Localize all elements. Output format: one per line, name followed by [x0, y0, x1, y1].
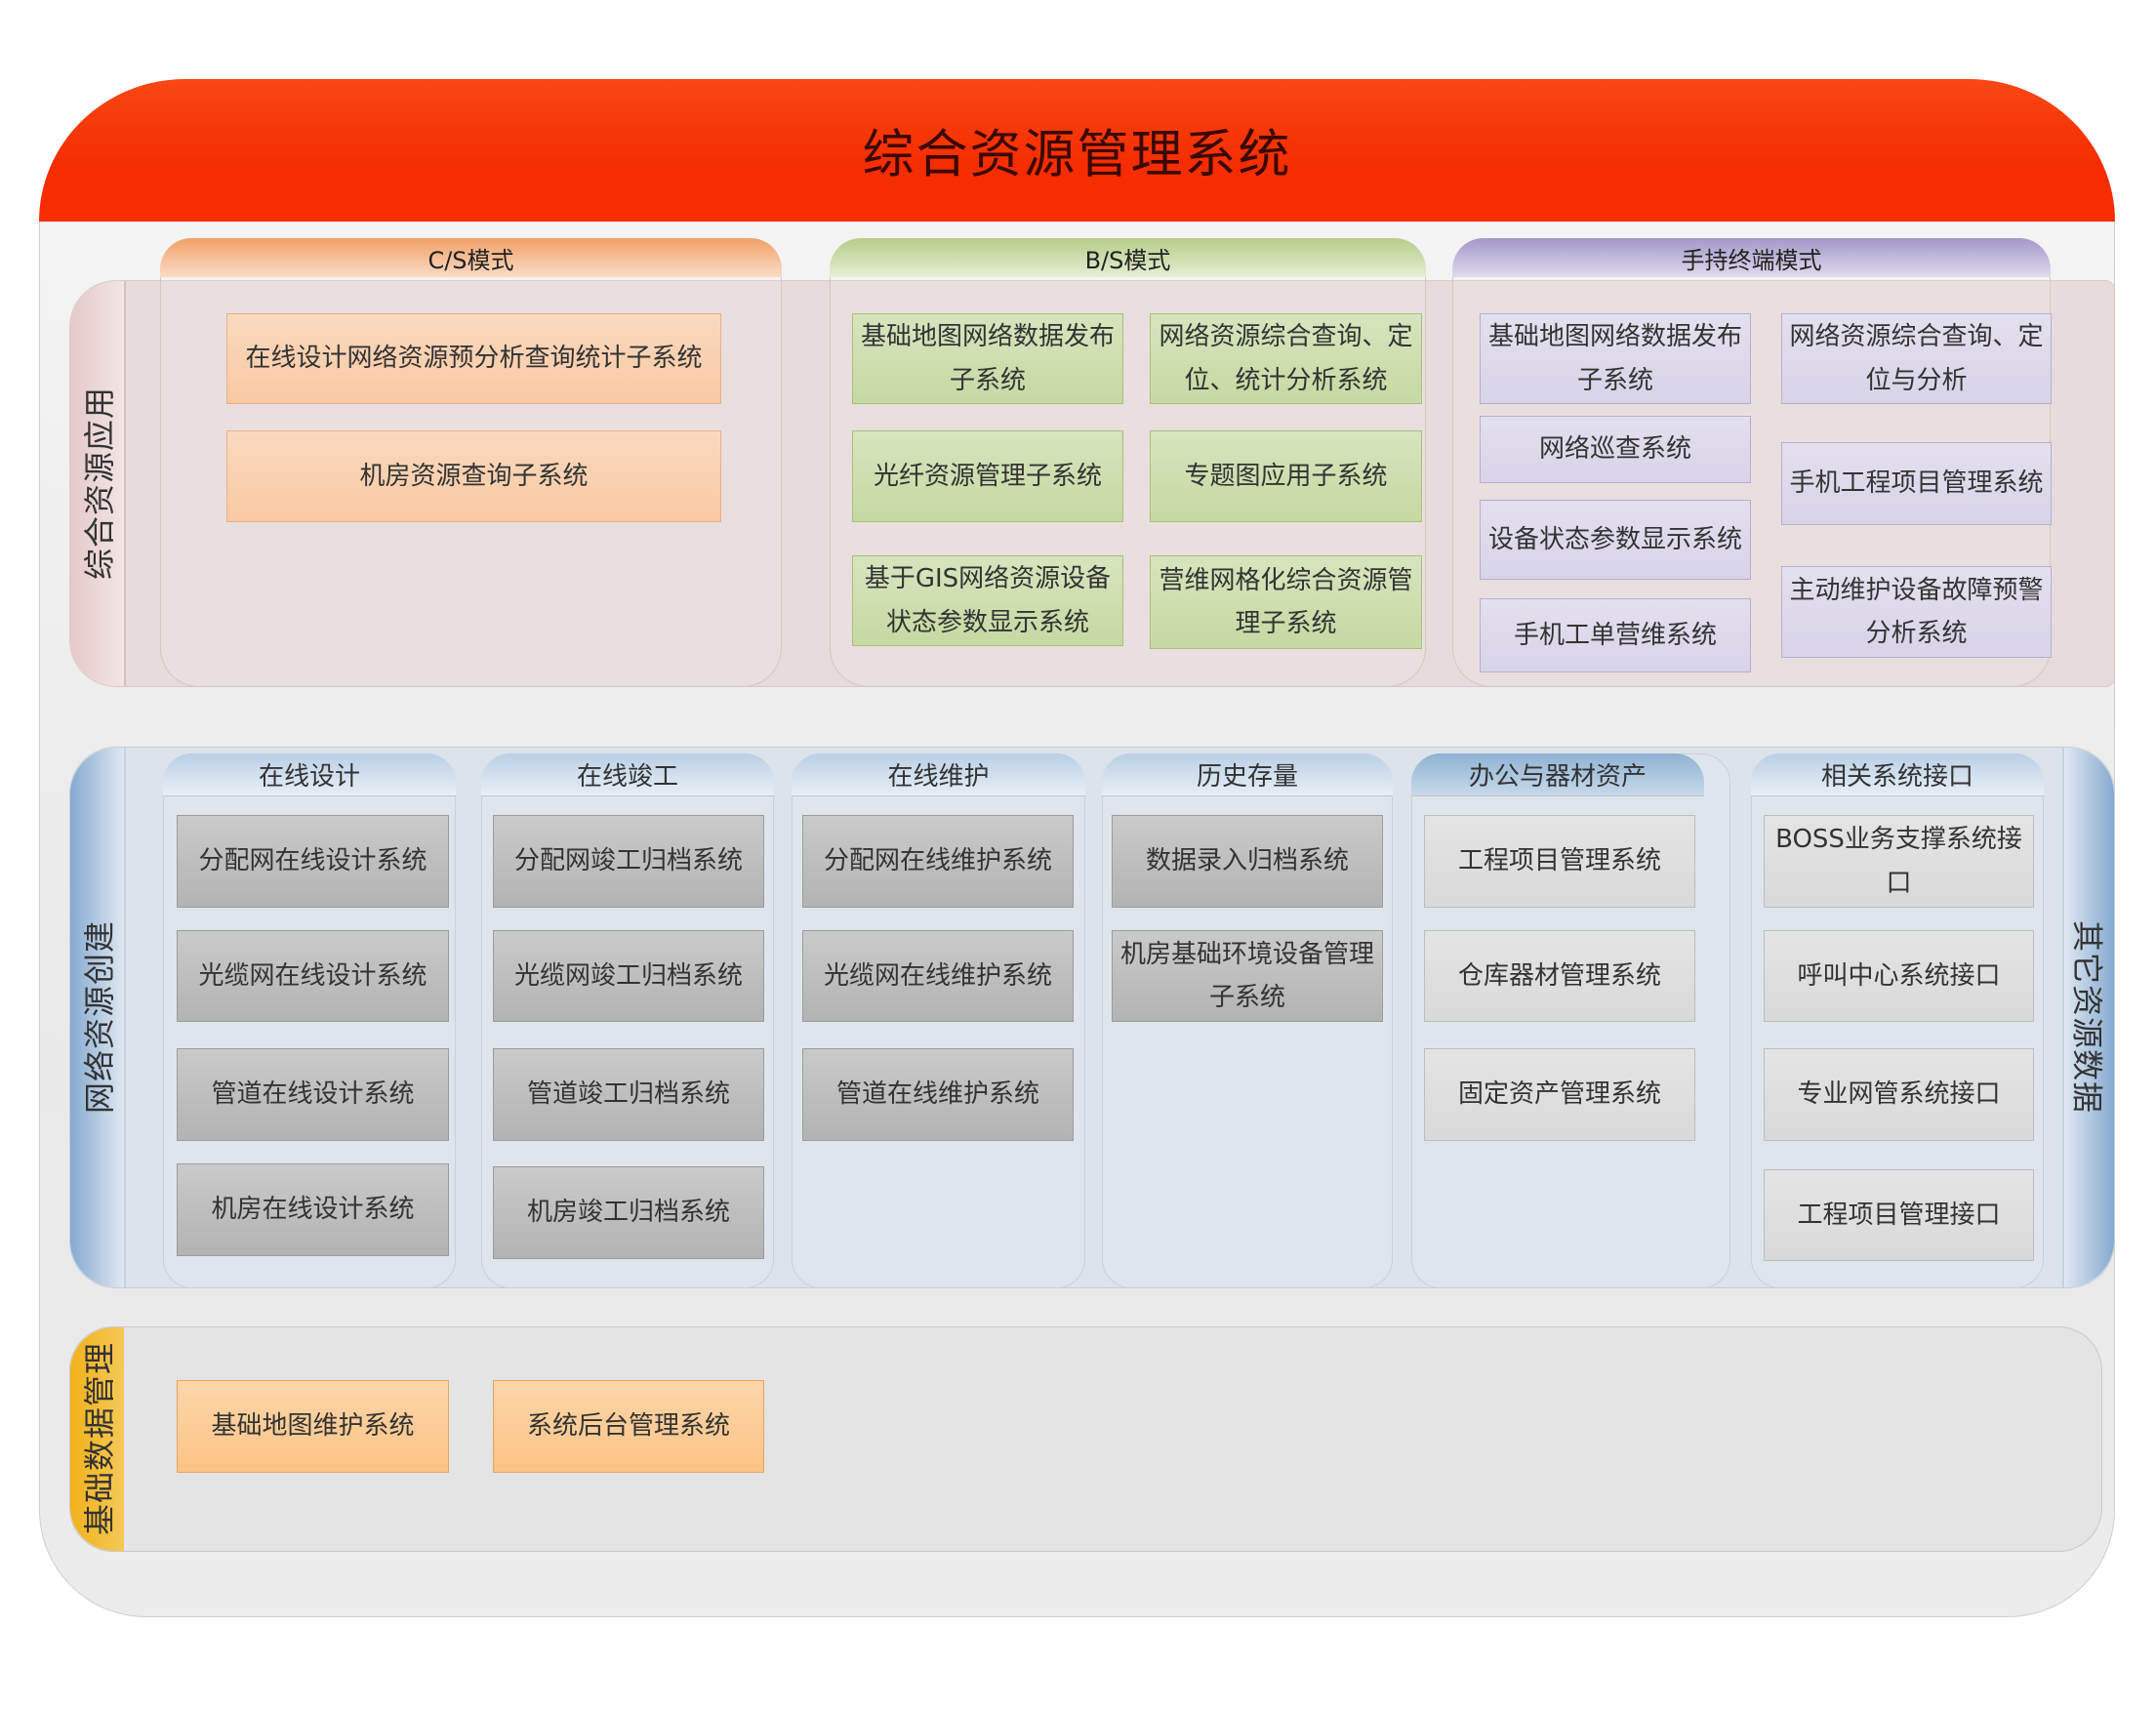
warehouse-equipment-system: 仓库器材管理系统 [1424, 930, 1695, 1022]
cable-maintenance-system: 光缆网在线维护系统 [802, 930, 1074, 1022]
machine-room-archive-system: 机房竣工归档系统 [493, 1166, 764, 1259]
resource-creation-label-strip: 网络资源创建 [70, 748, 126, 1287]
data-entry-archive-system: 数据录入归档系统 [1112, 815, 1383, 908]
online-design-resource-analysis-subsystem: 在线设计网络资源预分析查询统计子系统 [226, 313, 721, 404]
office-assets-header: 办公与器材资产 [1411, 753, 1704, 796]
base-map-maintenance-system: 基础地图维护系统 [177, 1380, 449, 1473]
fiber-resource-subsystem: 光纤资源管理子系统 [852, 430, 1123, 522]
basic-data-label-strip: 基础数据管理 [70, 1327, 124, 1551]
resource-application-label-strip: 综合资源应用 [70, 281, 126, 686]
resource-creation-label: 网络资源创建 [80, 920, 118, 1115]
other-resource-data-strip: 其它资源数据 [2062, 748, 2114, 1287]
network-patrol-system: 网络巡查系统 [1480, 416, 1751, 483]
call-center-interface: 呼叫中心系统接口 [1764, 930, 2034, 1022]
cable-design-system: 光缆网在线设计系统 [177, 930, 449, 1022]
handheld-base-map-publish-subsystem: 基础地图网络数据发布子系统 [1480, 313, 1751, 404]
fixed-asset-system: 固定资产管理系统 [1424, 1048, 1695, 1141]
related-interfaces-header: 相关系统接口 [1751, 753, 2044, 796]
basic-data-label: 基础数据管理 [80, 1342, 118, 1536]
system-title-banner: 综合资源管理系统 [39, 79, 2115, 222]
gis-device-status-system: 基于GIS网络资源设备状态参数显示系统 [852, 555, 1123, 646]
related-interfaces-group: 相关系统接口 BOSS业务支撑系统接口 呼叫中心系统接口 专业网管系统接口 工程… [1751, 753, 2044, 1288]
online-maintenance-header: 在线维护 [792, 753, 1085, 796]
online-completion-header: 在线竣工 [481, 753, 774, 796]
distribution-archive-system: 分配网竣工归档系统 [493, 815, 764, 908]
distribution-design-system: 分配网在线设计系统 [177, 815, 449, 908]
network-management-interface: 专业网管系统接口 [1764, 1048, 2034, 1141]
handheld-mode-group: 手持终端模式 基础地图网络数据发布子系统 网络资源综合查询、定位与分析 网络巡查… [1452, 238, 2052, 687]
mobile-project-management-system: 手机工程项目管理系统 [1781, 442, 2052, 525]
project-management-interface: 工程项目管理接口 [1764, 1169, 2034, 1261]
bs-mode-header: B/S模式 [830, 238, 1426, 277]
pipeline-maintenance-system: 管道在线维护系统 [802, 1048, 1074, 1141]
online-design-header: 在线设计 [163, 753, 456, 796]
machine-room-query-subsystem: 机房资源查询子系统 [226, 430, 721, 522]
backend-management-system: 系统后台管理系统 [493, 1380, 764, 1473]
office-assets-group: 办公与器材资产 工程项目管理系统 仓库器材管理系统 固定资产管理系统 [1411, 753, 1730, 1288]
cs-mode-header: C/S模式 [160, 238, 782, 277]
handheld-resource-query-analysis: 网络资源综合查询、定位与分析 [1781, 313, 2052, 404]
bs-base-map-publish-subsystem: 基础地图网络数据发布子系统 [852, 313, 1123, 404]
grid-resource-management-subsystem: 营维网格化综合资源管理子系统 [1150, 555, 1422, 649]
online-completion-group: 在线竣工 分配网竣工归档系统 光缆网竣工归档系统 管道竣工归档系统 机房竣工归档… [481, 753, 774, 1288]
cs-mode-group: C/S模式 在线设计网络资源预分析查询统计子系统 机房资源查询子系统 [160, 238, 782, 687]
machine-room-environment-subsystem: 机房基础环境设备管理子系统 [1112, 930, 1383, 1022]
bs-resource-query-analysis-system: 网络资源综合查询、定位、统计分析系统 [1150, 313, 1422, 404]
project-management-system: 工程项目管理系统 [1424, 815, 1695, 908]
system-title: 综合资源管理系统 [862, 125, 1292, 184]
boss-interface: BOSS业务支撑系统接口 [1764, 815, 2034, 908]
online-design-group: 在线设计 分配网在线设计系统 光缆网在线设计系统 管道在线设计系统 机房在线设计… [163, 753, 456, 1288]
distribution-maintenance-system: 分配网在线维护系统 [802, 815, 1074, 908]
thematic-map-subsystem: 专题图应用子系统 [1150, 430, 1422, 522]
other-resource-data-label: 其它资源数据 [2068, 920, 2106, 1115]
historical-stock-header: 历史存量 [1102, 753, 1393, 796]
online-maintenance-group: 在线维护 分配网在线维护系统 光缆网在线维护系统 管道在线维护系统 [792, 753, 1085, 1288]
fault-warning-analysis-system: 主动维护设备故障预警分析系统 [1781, 566, 2052, 658]
handheld-mode-header: 手持终端模式 [1452, 238, 2051, 277]
pipeline-design-system: 管道在线设计系统 [177, 1048, 449, 1141]
cable-archive-system: 光缆网竣工归档系统 [493, 930, 764, 1022]
resource-application-label: 综合资源应用 [80, 387, 118, 581]
bs-mode-group: B/S模式 基础地图网络数据发布子系统 网络资源综合查询、定位、统计分析系统 光… [830, 238, 1426, 687]
basic-data-band: 基础数据管理 基础地图维护系统 系统后台管理系统 [69, 1326, 2102, 1552]
device-status-display-system: 设备状态参数显示系统 [1480, 500, 1751, 580]
mobile-work-order-system: 手机工单营维系统 [1480, 598, 1751, 672]
machine-room-design-system: 机房在线设计系统 [177, 1163, 449, 1256]
historical-stock-group: 历史存量 数据录入归档系统 机房基础环境设备管理子系统 [1102, 753, 1393, 1288]
pipeline-archive-system: 管道竣工归档系统 [493, 1048, 764, 1141]
